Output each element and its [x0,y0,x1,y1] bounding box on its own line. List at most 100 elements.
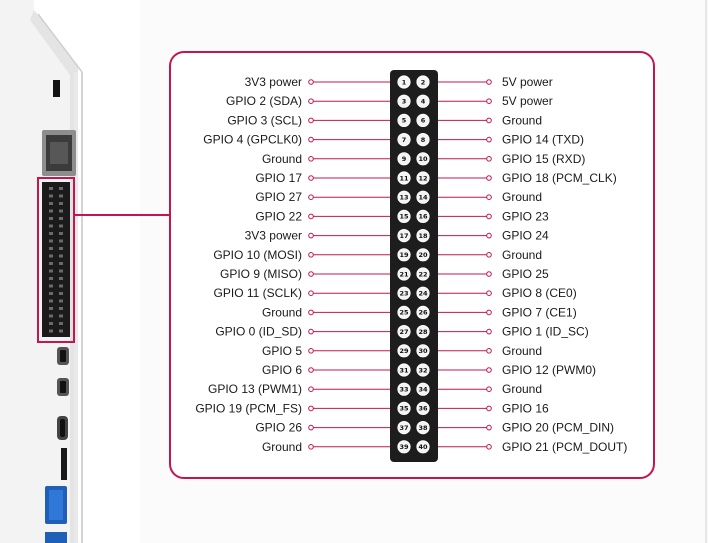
pin-number: 32 [418,366,427,374]
right-lead-dot [486,232,492,239]
pin-number: 29 [399,347,409,355]
header-pin-dot [49,202,53,205]
right-pin-label: GPIO 21 (PCM_DOUT) [502,440,627,454]
pin-number: 23 [399,290,408,298]
pin-number: 27 [399,328,408,336]
right-pin-label: GPIO 23 [502,209,549,223]
pin-22 [416,267,430,281]
right-lead-dot [486,328,492,335]
left-lead-dot [308,213,314,220]
header-pin-dot [59,262,63,265]
pin-9 [397,152,411,166]
pin-40 [416,440,430,454]
pin-number: 8 [421,136,426,144]
pin-number: 22 [418,270,427,278]
pin-number: 36 [418,405,428,413]
pin-16 [416,209,430,223]
right-lead-dot [486,117,492,124]
left-lead-dot [308,156,314,162]
right-pin-label: GPIO 20 (PCM_DIN) [502,421,614,435]
header-pin-dot [49,322,53,325]
pin-number: 16 [418,213,428,221]
header-pin-dot [49,307,53,310]
pin-number: 10 [418,155,428,163]
header-pin-dot [49,209,53,213]
left-lead-dot [308,367,314,373]
left-lead-dot [308,175,314,181]
pin-number: 25 [399,309,409,317]
right-lead-dot [486,424,492,431]
right-pin-label: Ground [502,344,542,358]
header-pin-dot [59,314,63,318]
left-pin-label: Ground [262,152,302,166]
pin-number: 37 [399,424,408,432]
pin-number: 40 [418,443,428,451]
header-pin-dot [49,269,53,273]
left-pin-label: GPIO 22 [255,209,302,223]
left-lead-dot [308,79,314,85]
header-pin-dot [49,299,53,303]
left-pin-label: GPIO 5 [262,344,302,358]
header-pin-dot [59,194,63,198]
pin-number: 17 [399,232,408,240]
right-lead-dot [486,213,492,220]
header-pin-dot [59,329,63,333]
pin-number: 38 [418,424,428,432]
pin-number: 18 [418,232,428,240]
pin-38 [416,420,430,435]
left-pin-label: GPIO 3 (SCL) [227,113,302,127]
header-pin-dot [49,254,53,258]
header-pin-dot [59,292,63,295]
left-pin-label: GPIO 9 (MISO) [220,267,302,281]
header-highlight-box [37,177,75,343]
left-pin-label: GPIO 10 (MOSI) [213,248,302,262]
pin-15 [397,209,411,223]
pin-31 [397,363,411,377]
left-pin-label: GPIO 2 (SDA) [226,94,302,108]
left-pin-label: GPIO 4 (GPCLK0) [203,133,302,147]
pin-27 [397,324,411,339]
pin-header-body [390,70,438,462]
left-pin-label: GPIO 17 [255,171,302,185]
right-pin-label: GPIO 14 (TXD) [502,133,584,147]
right-lead-dot [486,367,492,373]
header-pin-dot [59,239,63,243]
right-lead-dot [486,290,492,297]
right-lead-dot [486,136,492,143]
right-pin-label: Ground [502,248,542,262]
pin-number: 9 [402,155,407,163]
pin-30 [416,344,430,358]
led-icon [53,80,60,97]
header-pin-dot [59,209,63,213]
pin-29 [397,344,411,358]
pin-number: 20 [418,251,428,259]
left-pin-label: GPIO 19 (PCM_FS) [195,401,302,415]
pin-number: 7 [402,136,407,144]
header-pin-dot [59,269,63,273]
pin-24 [416,286,430,300]
pin-number: 28 [418,328,428,336]
left-pin-label: GPIO 0 (ID_SD) [215,325,302,339]
right-pin-label: GPIO 16 [502,401,549,415]
pin-23 [397,286,411,300]
right-pin-label: 5V power [502,75,553,89]
pin-18 [416,229,430,243]
left-pin-label: GPIO 27 [255,190,302,204]
left-lead-dot [308,386,314,393]
left-lead-dot [308,290,314,297]
left-pin-label: GPIO 6 [262,363,302,377]
right-pin-label: Ground [502,113,542,127]
pin-number: 3 [402,98,407,106]
